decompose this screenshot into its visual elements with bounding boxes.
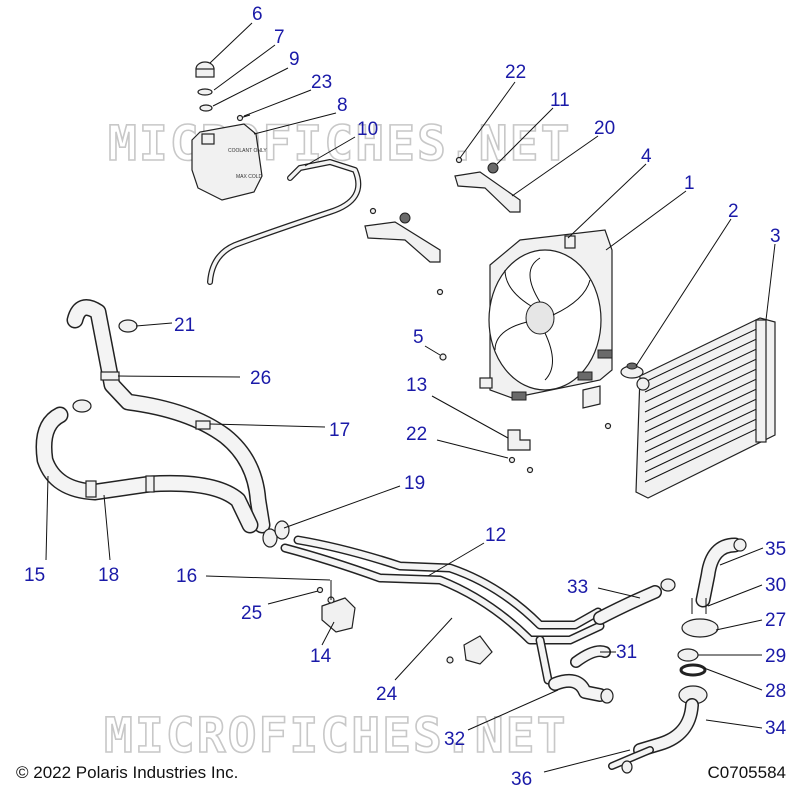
callout-30: 30 xyxy=(765,575,786,596)
callout-19: 19 xyxy=(404,473,425,494)
hose-clamp-18b xyxy=(145,475,155,493)
fan-bracket-upper xyxy=(454,171,521,213)
callout-28: 28 xyxy=(765,681,786,702)
lower-coolant-hose xyxy=(35,406,259,534)
thermostat-seal xyxy=(679,663,707,677)
callout-12: 12 xyxy=(485,525,506,546)
callout-24: 24 xyxy=(376,684,398,705)
callout-22a: 22 xyxy=(505,62,526,83)
callout-5: 5 xyxy=(413,327,424,348)
callout-32: 32 xyxy=(444,729,465,750)
callout-15: 15 xyxy=(24,565,45,586)
bracket-screw-top xyxy=(455,156,463,164)
drawing-number: C0705584 xyxy=(707,763,786,782)
hose-fitting-36 xyxy=(608,746,654,774)
callout-27: 27 xyxy=(765,610,786,631)
callout-25: 25 xyxy=(241,603,262,624)
screw-25 xyxy=(316,586,324,594)
radiator-mount xyxy=(620,362,644,379)
callout-21: 21 xyxy=(174,315,195,336)
overflow-hose xyxy=(207,159,362,285)
callout-1: 1 xyxy=(684,173,695,194)
fan-bracket-lower xyxy=(364,221,441,263)
callout-35: 35 xyxy=(765,539,786,560)
coolant-label-1: COOLANT ONLY xyxy=(228,148,267,154)
bracket-screw-5 xyxy=(508,456,516,464)
hose-clamp-18a xyxy=(85,480,97,498)
callout-14: 14 xyxy=(310,646,332,667)
bracket-screw-2 xyxy=(369,207,377,215)
outlet-hose-32 xyxy=(548,673,614,704)
hose-clamp-15 xyxy=(72,399,92,413)
hose-clamp-26 xyxy=(100,371,120,381)
shroud-screw xyxy=(439,353,447,361)
leader-lines xyxy=(45,22,776,773)
callout-17: 17 xyxy=(329,420,350,441)
bracket-screw-3 xyxy=(436,288,444,296)
water-outlet-hose xyxy=(633,685,708,757)
thermostat-screws xyxy=(691,598,707,614)
callout-numbers: 6 7 9 23 8 10 22 11 20 4 1 2 3 5 13 22 2… xyxy=(24,4,787,790)
callout-23: 23 xyxy=(311,72,332,93)
tube-clamp-bracket xyxy=(321,597,356,633)
upper-coolant-hose xyxy=(66,299,271,534)
callout-8: 8 xyxy=(337,95,348,116)
callout-36: 36 xyxy=(511,769,532,790)
callout-6: 6 xyxy=(252,4,263,25)
callout-33: 33 xyxy=(567,577,588,598)
callout-13: 13 xyxy=(406,375,427,396)
radiator xyxy=(635,317,776,499)
callout-31: 31 xyxy=(616,642,637,663)
watermark-bottom: MICROFICHES.NET xyxy=(104,708,567,764)
callout-11: 11 xyxy=(550,90,570,111)
callout-22b: 22 xyxy=(406,424,427,445)
thermostat xyxy=(677,648,699,662)
coolant-tubes xyxy=(280,535,605,685)
callout-29: 29 xyxy=(765,646,786,667)
callout-18: 18 xyxy=(98,565,119,586)
reservoir-screw xyxy=(236,114,251,122)
cap-seal xyxy=(197,88,213,96)
callout-2: 2 xyxy=(728,201,739,222)
copyright-text: © 2022 Polaris Industries Inc. xyxy=(16,763,239,782)
callout-10: 10 xyxy=(357,119,378,140)
hose-clamp-21 xyxy=(118,319,138,333)
hose-clamp-17 xyxy=(195,420,211,430)
coolant-label-2: MAX COLD xyxy=(236,174,263,180)
callout-3: 3 xyxy=(770,226,781,247)
callout-4: 4 xyxy=(641,146,652,167)
callout-26: 26 xyxy=(250,368,271,389)
reservoir-cap xyxy=(195,61,215,78)
tube-mount xyxy=(446,635,493,665)
hose-fitting-31 xyxy=(570,645,611,668)
callout-7: 7 xyxy=(274,27,285,48)
bracket-screw-6 xyxy=(526,466,534,474)
shroud-bracket xyxy=(507,429,531,451)
bracket-nut xyxy=(487,162,499,174)
callout-20: 20 xyxy=(594,118,615,139)
callout-9: 9 xyxy=(289,49,300,70)
bracket-nut-2 xyxy=(399,212,411,224)
bypass-hose xyxy=(593,578,676,625)
fan-shroud-assembly xyxy=(479,229,613,401)
hose-clamps-19 xyxy=(262,520,290,548)
shroud-bracket-2 xyxy=(582,385,601,409)
callout-34: 34 xyxy=(765,718,787,739)
thermostat-hose xyxy=(695,537,747,608)
callout-16: 16 xyxy=(176,566,197,587)
cap-gasket xyxy=(199,104,213,112)
thermostat-housing xyxy=(681,618,719,638)
coolant-reservoir: COOLANT ONLY MAX COLD xyxy=(191,123,267,201)
bracket-screw-4 xyxy=(604,422,612,430)
